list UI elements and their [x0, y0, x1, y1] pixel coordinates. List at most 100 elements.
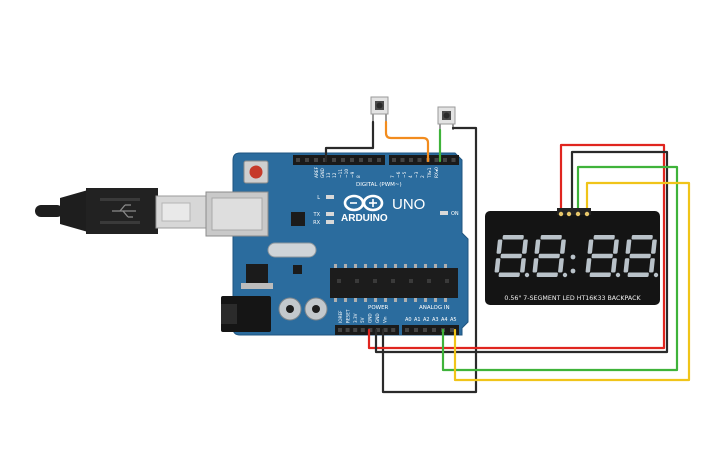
pin-label-power: RESET [345, 309, 350, 323]
header-hole[interactable] [345, 328, 350, 332]
display-segment [587, 239, 594, 254]
wire-yellow-a5-display[interactable] [453, 181, 691, 382]
pin-label-top: RX◂0 [434, 167, 440, 178]
header-hole[interactable] [409, 158, 413, 162]
display-segment [629, 253, 651, 259]
usb-icon [112, 204, 136, 218]
pin-label-top: ~5 [402, 171, 408, 178]
header-hole[interactable] [338, 328, 342, 332]
header-hole[interactable] [434, 158, 439, 162]
board-model: UNO [392, 196, 425, 213]
header-hole[interactable] [443, 158, 447, 162]
pin-label-analog: A5 [450, 317, 457, 323]
header-hole[interactable] [383, 328, 388, 332]
usb-cable[interactable] [35, 188, 209, 234]
header-hole[interactable] [368, 158, 372, 162]
header-hole[interactable] [417, 158, 422, 162]
header-hole[interactable] [359, 158, 363, 162]
header-hole[interactable] [353, 328, 358, 332]
display-segment [536, 272, 558, 277]
header-hole[interactable] [376, 328, 380, 332]
pin-label-top: ~11 [338, 169, 344, 178]
header-hole[interactable] [341, 158, 345, 162]
pin-label-power: GND [368, 313, 373, 323]
display-segment [591, 253, 613, 259]
pin-label-power: GND [375, 313, 380, 323]
digital-header-right[interactable] [389, 155, 459, 165]
pushbutton-2[interactable] [437, 106, 456, 130]
display-segment [560, 239, 566, 254]
led-rx [326, 220, 334, 224]
led-rx-label: RX [313, 220, 320, 226]
wire-red-5v-display[interactable] [367, 143, 666, 350]
header-hole[interactable] [305, 158, 309, 162]
display-segment [625, 239, 632, 254]
display-segment [496, 239, 503, 254]
header-hole[interactable] [414, 328, 418, 332]
pin-label-power: 5V [360, 317, 365, 323]
header-hole[interactable] [450, 328, 454, 332]
led-l-label: L [317, 195, 320, 201]
header-hole[interactable] [360, 328, 365, 332]
header-hole[interactable] [432, 328, 436, 332]
power-label: POWER [368, 305, 389, 311]
pin-label-analog: A3 [432, 317, 439, 323]
display-decimal-point [615, 272, 621, 278]
pin-label-top: GND [320, 167, 326, 178]
pin-label-top: 2 [420, 175, 426, 178]
display-decimal-point [562, 272, 568, 278]
display-decimal-point [524, 272, 530, 278]
analog-header[interactable] [402, 325, 459, 335]
header-hole[interactable] [405, 328, 409, 332]
header-hole[interactable] [332, 158, 336, 162]
header-hole[interactable] [400, 158, 405, 162]
header-hole[interactable] [451, 158, 456, 162]
pin-label-top: ~3 [414, 171, 420, 178]
display-segment [627, 272, 649, 277]
pin-label-top: 13 [326, 172, 332, 178]
header-hole[interactable] [296, 158, 300, 162]
reset-button[interactable] [249, 165, 263, 179]
led-on [440, 211, 448, 215]
header-hole[interactable] [368, 328, 373, 332]
pin-label-analog: A2 [423, 317, 430, 323]
display-digits [494, 235, 659, 278]
pin-label-power: 3.3V [353, 313, 358, 323]
digital-header-left[interactable] [293, 155, 385, 165]
pin-label-top: 12 [332, 172, 338, 178]
pin-label-analog: A0 [405, 317, 412, 323]
pin-label-analog: A1 [414, 317, 421, 323]
header-hole[interactable] [377, 158, 381, 162]
header-hole[interactable] [391, 328, 396, 332]
pushbutton-1[interactable] [370, 96, 389, 122]
display-segment [502, 235, 524, 240]
power-header[interactable] [335, 325, 399, 335]
wire-black-button2-gnd[interactable] [381, 126, 478, 394]
header-hole[interactable] [350, 158, 354, 162]
display-segment [631, 235, 653, 240]
header-hole[interactable] [423, 328, 427, 332]
display-segment [589, 272, 611, 277]
led-tx-label: TX [313, 212, 321, 218]
display-label: 0.56" 7-SEGMENT LED HT16K33 BACKPACK [504, 295, 641, 302]
wire-black-gnd-display[interactable] [374, 150, 669, 354]
wire-orange-button1-pin3[interactable] [384, 120, 430, 163]
display-segment [593, 235, 615, 240]
display-segment [520, 258, 526, 273]
pin-label-top: TX▸1 [427, 167, 433, 179]
pin-label-power: IOREF [338, 310, 343, 323]
display-decimal-point [653, 272, 659, 278]
pin-label-top: ~9 [350, 171, 356, 178]
led-tx [326, 212, 334, 216]
wire-black-gnd-button1[interactable] [324, 120, 375, 163]
analog-label: ANALOG IN [419, 305, 450, 311]
wire-green-a4-display[interactable] [441, 165, 679, 372]
led-l [326, 195, 334, 199]
pin-label-top: ~10 [344, 169, 350, 178]
display-segment [558, 258, 564, 273]
seven-segment-display[interactable]: 0.56" 7-SEGMENT LED HT16K33 BACKPACK [485, 208, 660, 305]
header-hole[interactable] [392, 158, 396, 162]
header-hole[interactable] [314, 158, 318, 162]
